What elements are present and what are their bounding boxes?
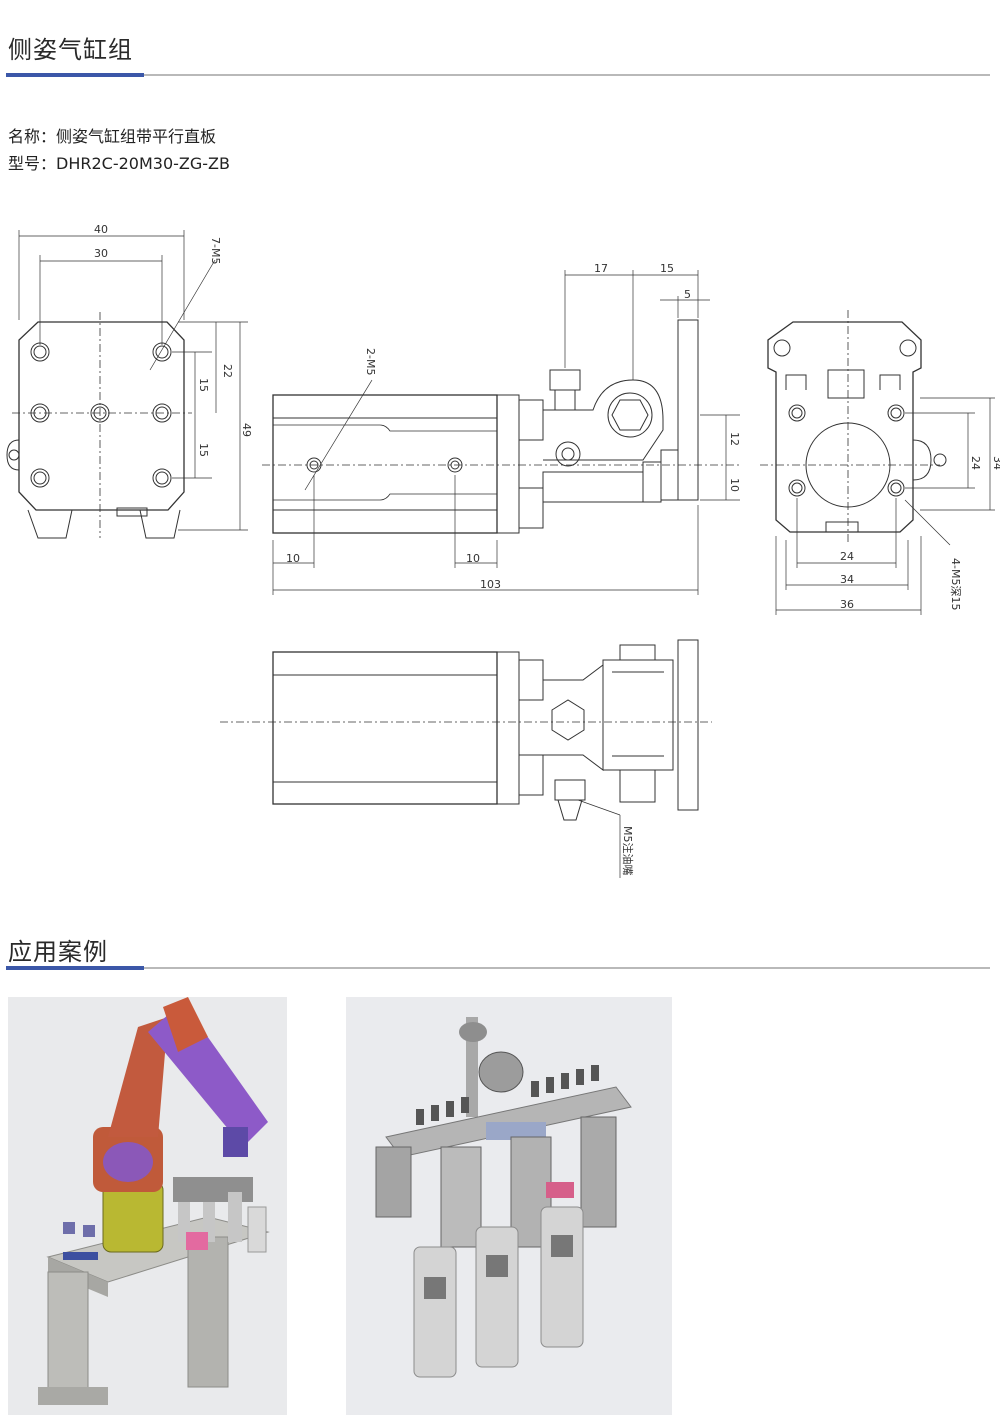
dim-15-side: 15 [660, 262, 674, 275]
name-value: 侧姿气缸组带平行直板 [56, 127, 217, 146]
dim-15a: 15 [197, 378, 210, 392]
dim-40: 40 [94, 223, 108, 236]
section-divider [6, 73, 990, 77]
dim-24-v: 24 [969, 456, 982, 470]
side-view [262, 270, 740, 595]
dim-30: 30 [94, 247, 108, 260]
bottom-view [220, 639, 712, 878]
end-view [760, 310, 995, 615]
dim-15b: 15 [197, 443, 210, 457]
top-view [6, 230, 248, 539]
model-label: 型号： [8, 154, 57, 173]
dim-49: 49 [240, 423, 253, 437]
dim-24-h: 24 [840, 550, 854, 563]
name-label: 名称： [8, 127, 57, 146]
dim-34-h: 34 [840, 573, 854, 586]
dim-34-v: 34 [991, 456, 1000, 470]
dim-103: 103 [480, 578, 501, 591]
section-title-application: 应用案例 [8, 938, 108, 966]
dim-4m5: 4-M5深15 [949, 558, 962, 610]
product-name-line: 名称：侧姿气缸组带平行直板 [8, 123, 216, 147]
dim-2m5: 2-M5 [364, 348, 377, 375]
note-m5-oil-nipple: M5注油嘴 [621, 826, 635, 876]
model-value: DHR2C-20M30-ZG-ZB [56, 154, 230, 173]
section-title-product: 侧姿气缸组 [8, 36, 133, 64]
dim-7m5: 7-M5 [209, 237, 222, 264]
dim-17: 17 [594, 262, 608, 275]
dim-12: 12 [728, 432, 741, 446]
application-photo-gripper-assembly [346, 997, 672, 1415]
dim-5: 5 [684, 288, 691, 301]
dim-10-a: 10 [286, 552, 300, 565]
technical-drawing: 40 30 7-M5 22 15 15 49 [6, 223, 1000, 878]
dim-36: 36 [840, 598, 854, 611]
product-model-line: 型号：DHR2C-20M30-ZG-ZB [8, 150, 230, 174]
section-divider-2 [6, 966, 990, 970]
application-photo-robot-arm [8, 997, 287, 1415]
dim-10-b: 10 [466, 552, 480, 565]
dim-10-right: 10 [728, 478, 741, 492]
dim-22: 22 [221, 364, 234, 378]
